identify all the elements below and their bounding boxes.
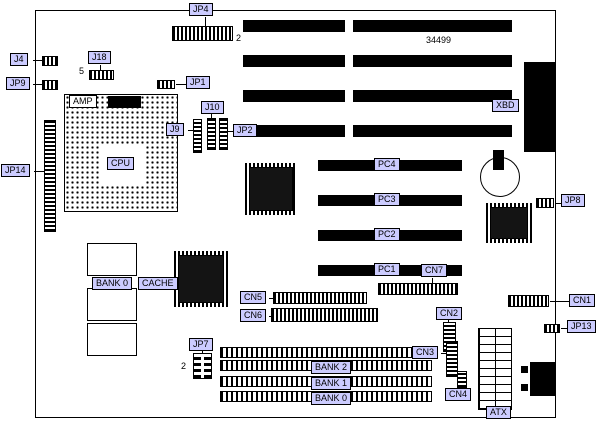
label-jp9: JP9 bbox=[6, 77, 30, 90]
label-j4: J4 bbox=[10, 53, 28, 66]
leader-line bbox=[432, 278, 433, 283]
io-controller-qfp bbox=[486, 203, 532, 243]
cache-chip bbox=[87, 243, 137, 276]
label-j18: J18 bbox=[88, 51, 111, 64]
label-j10: J10 bbox=[201, 101, 224, 114]
jp4-pin-number: 2 bbox=[236, 33, 242, 43]
cache-qfp bbox=[174, 251, 228, 307]
j4-header bbox=[42, 56, 58, 66]
leader-line bbox=[448, 320, 449, 323]
isa-slot bbox=[243, 55, 345, 67]
jp13-header bbox=[544, 324, 560, 333]
jp2-header bbox=[219, 118, 228, 150]
cn5-connector bbox=[273, 292, 367, 304]
label-cn6: CN6 bbox=[240, 309, 267, 322]
label-bank2: BANK 2 bbox=[311, 361, 352, 374]
label-cn3: CN3 bbox=[412, 346, 439, 359]
label-amp: AMP bbox=[69, 95, 97, 108]
part-number: 34499 bbox=[426, 35, 452, 45]
cache-chip bbox=[87, 323, 137, 356]
label-pc3: PC3 bbox=[374, 193, 400, 206]
isa-slot bbox=[243, 125, 345, 137]
jp4-header bbox=[172, 26, 233, 41]
cn3-connector bbox=[446, 341, 458, 377]
label-jp2: JP2 bbox=[233, 124, 257, 137]
jp1-header bbox=[157, 80, 175, 89]
label-cache: CACHE bbox=[138, 277, 178, 290]
leader-line bbox=[441, 353, 446, 354]
label-jp4: JP4 bbox=[189, 3, 213, 16]
isa-slot bbox=[353, 125, 512, 137]
label-cn4: CN4 bbox=[445, 388, 472, 401]
label-atx: ATX bbox=[486, 406, 511, 419]
label-jp13: JP13 bbox=[567, 320, 596, 333]
cache-qfp-body bbox=[178, 255, 224, 303]
j18-header bbox=[89, 70, 114, 80]
jp9-header bbox=[42, 80, 58, 90]
j9-header bbox=[193, 119, 202, 153]
leader-line bbox=[561, 328, 567, 329]
label-pc1: PC1 bbox=[374, 263, 400, 276]
jp14-header bbox=[44, 120, 56, 232]
leader-line bbox=[33, 84, 42, 85]
label-cpu: CPU bbox=[107, 157, 135, 170]
leader-line bbox=[205, 17, 206, 26]
label-cn2: CN2 bbox=[436, 307, 463, 320]
leader-line bbox=[33, 60, 42, 61]
label-cn5: CN5 bbox=[240, 291, 267, 304]
leader-line bbox=[211, 114, 212, 118]
leader-line bbox=[269, 316, 272, 317]
chipset-qfp-body bbox=[249, 167, 293, 211]
j10-header bbox=[207, 118, 216, 150]
cn1-connector bbox=[508, 295, 549, 307]
keyboard-connector-pin bbox=[521, 366, 528, 373]
cache-chip bbox=[87, 288, 137, 321]
leader-line bbox=[34, 171, 44, 172]
isa-slot bbox=[243, 90, 345, 102]
label-j9: J9 bbox=[166, 123, 184, 136]
cn6-connector bbox=[271, 308, 378, 322]
cn7-connector bbox=[378, 283, 458, 295]
isa-slot bbox=[353, 90, 512, 102]
leader-line bbox=[100, 65, 101, 70]
keyboard-connector-pin bbox=[521, 384, 528, 391]
isa-slot bbox=[353, 55, 512, 67]
battery-jumper bbox=[493, 150, 504, 170]
label-bank1: BANK 1 bbox=[311, 377, 352, 390]
leader-line bbox=[550, 301, 569, 302]
isa-slot bbox=[353, 20, 512, 32]
label-jp14: JP14 bbox=[1, 164, 30, 177]
label-jp8: JP8 bbox=[561, 194, 585, 207]
simm-slot bbox=[220, 347, 432, 358]
leader-line bbox=[555, 203, 561, 204]
leader-line bbox=[176, 84, 186, 85]
label-pc2: PC2 bbox=[374, 228, 400, 241]
label-cn1: CN1 bbox=[569, 294, 596, 307]
chipset-qfp bbox=[245, 163, 297, 215]
label-jp7: JP7 bbox=[189, 338, 213, 351]
jp7-header bbox=[193, 353, 212, 379]
io-controller-qfp-body bbox=[490, 207, 528, 239]
jp8-header bbox=[536, 198, 554, 208]
keyboard-connector bbox=[530, 362, 556, 396]
label-xbd: XBD bbox=[492, 99, 519, 112]
label-pc4: PC4 bbox=[374, 158, 400, 171]
label-bank0: BANK 0 bbox=[311, 392, 352, 405]
j18-pin-number: 5 bbox=[79, 66, 85, 76]
jp7-pin-number: 2 bbox=[181, 361, 187, 371]
label-bank0-chips: BANK 0 bbox=[92, 277, 133, 290]
label-jp1: JP1 bbox=[186, 76, 210, 89]
leader-line bbox=[188, 130, 193, 131]
atx-power-connector bbox=[478, 328, 512, 410]
label-cn7: CN7 bbox=[421, 264, 448, 277]
leader-line bbox=[202, 351, 203, 354]
xbd-chip bbox=[524, 62, 556, 152]
leader-line bbox=[269, 298, 273, 299]
leader-line bbox=[228, 131, 233, 132]
amp-chip bbox=[108, 96, 141, 108]
isa-slot bbox=[243, 20, 345, 32]
